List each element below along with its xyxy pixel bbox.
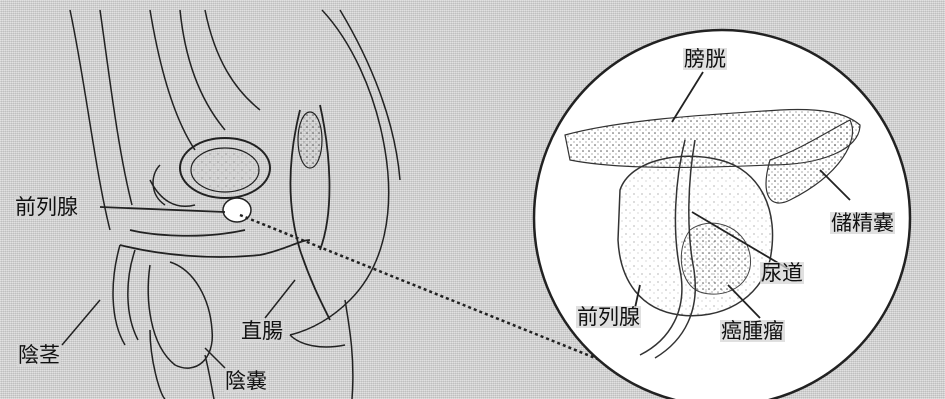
sagittal-section [70, 10, 400, 399]
label-tumor: 癌腫瘤 [720, 320, 785, 342]
label-urethra: 尿道 [760, 262, 804, 284]
label-prostate-left: 前列腺 [14, 196, 79, 218]
label-seminal-vesicle: 儲精嚢 [830, 212, 895, 234]
rectum-leader-line [265, 280, 295, 318]
penis-leader-line [62, 300, 100, 345]
label-bladder: 膀胱 [683, 48, 727, 70]
label-prostate-right: 前列腺 [576, 306, 641, 328]
prostate-leader-line [100, 207, 225, 212]
label-penis: 陰茎 [17, 344, 61, 366]
label-rectum: 直腸 [240, 320, 284, 342]
label-scrotum: 陰嚢 [224, 370, 268, 392]
